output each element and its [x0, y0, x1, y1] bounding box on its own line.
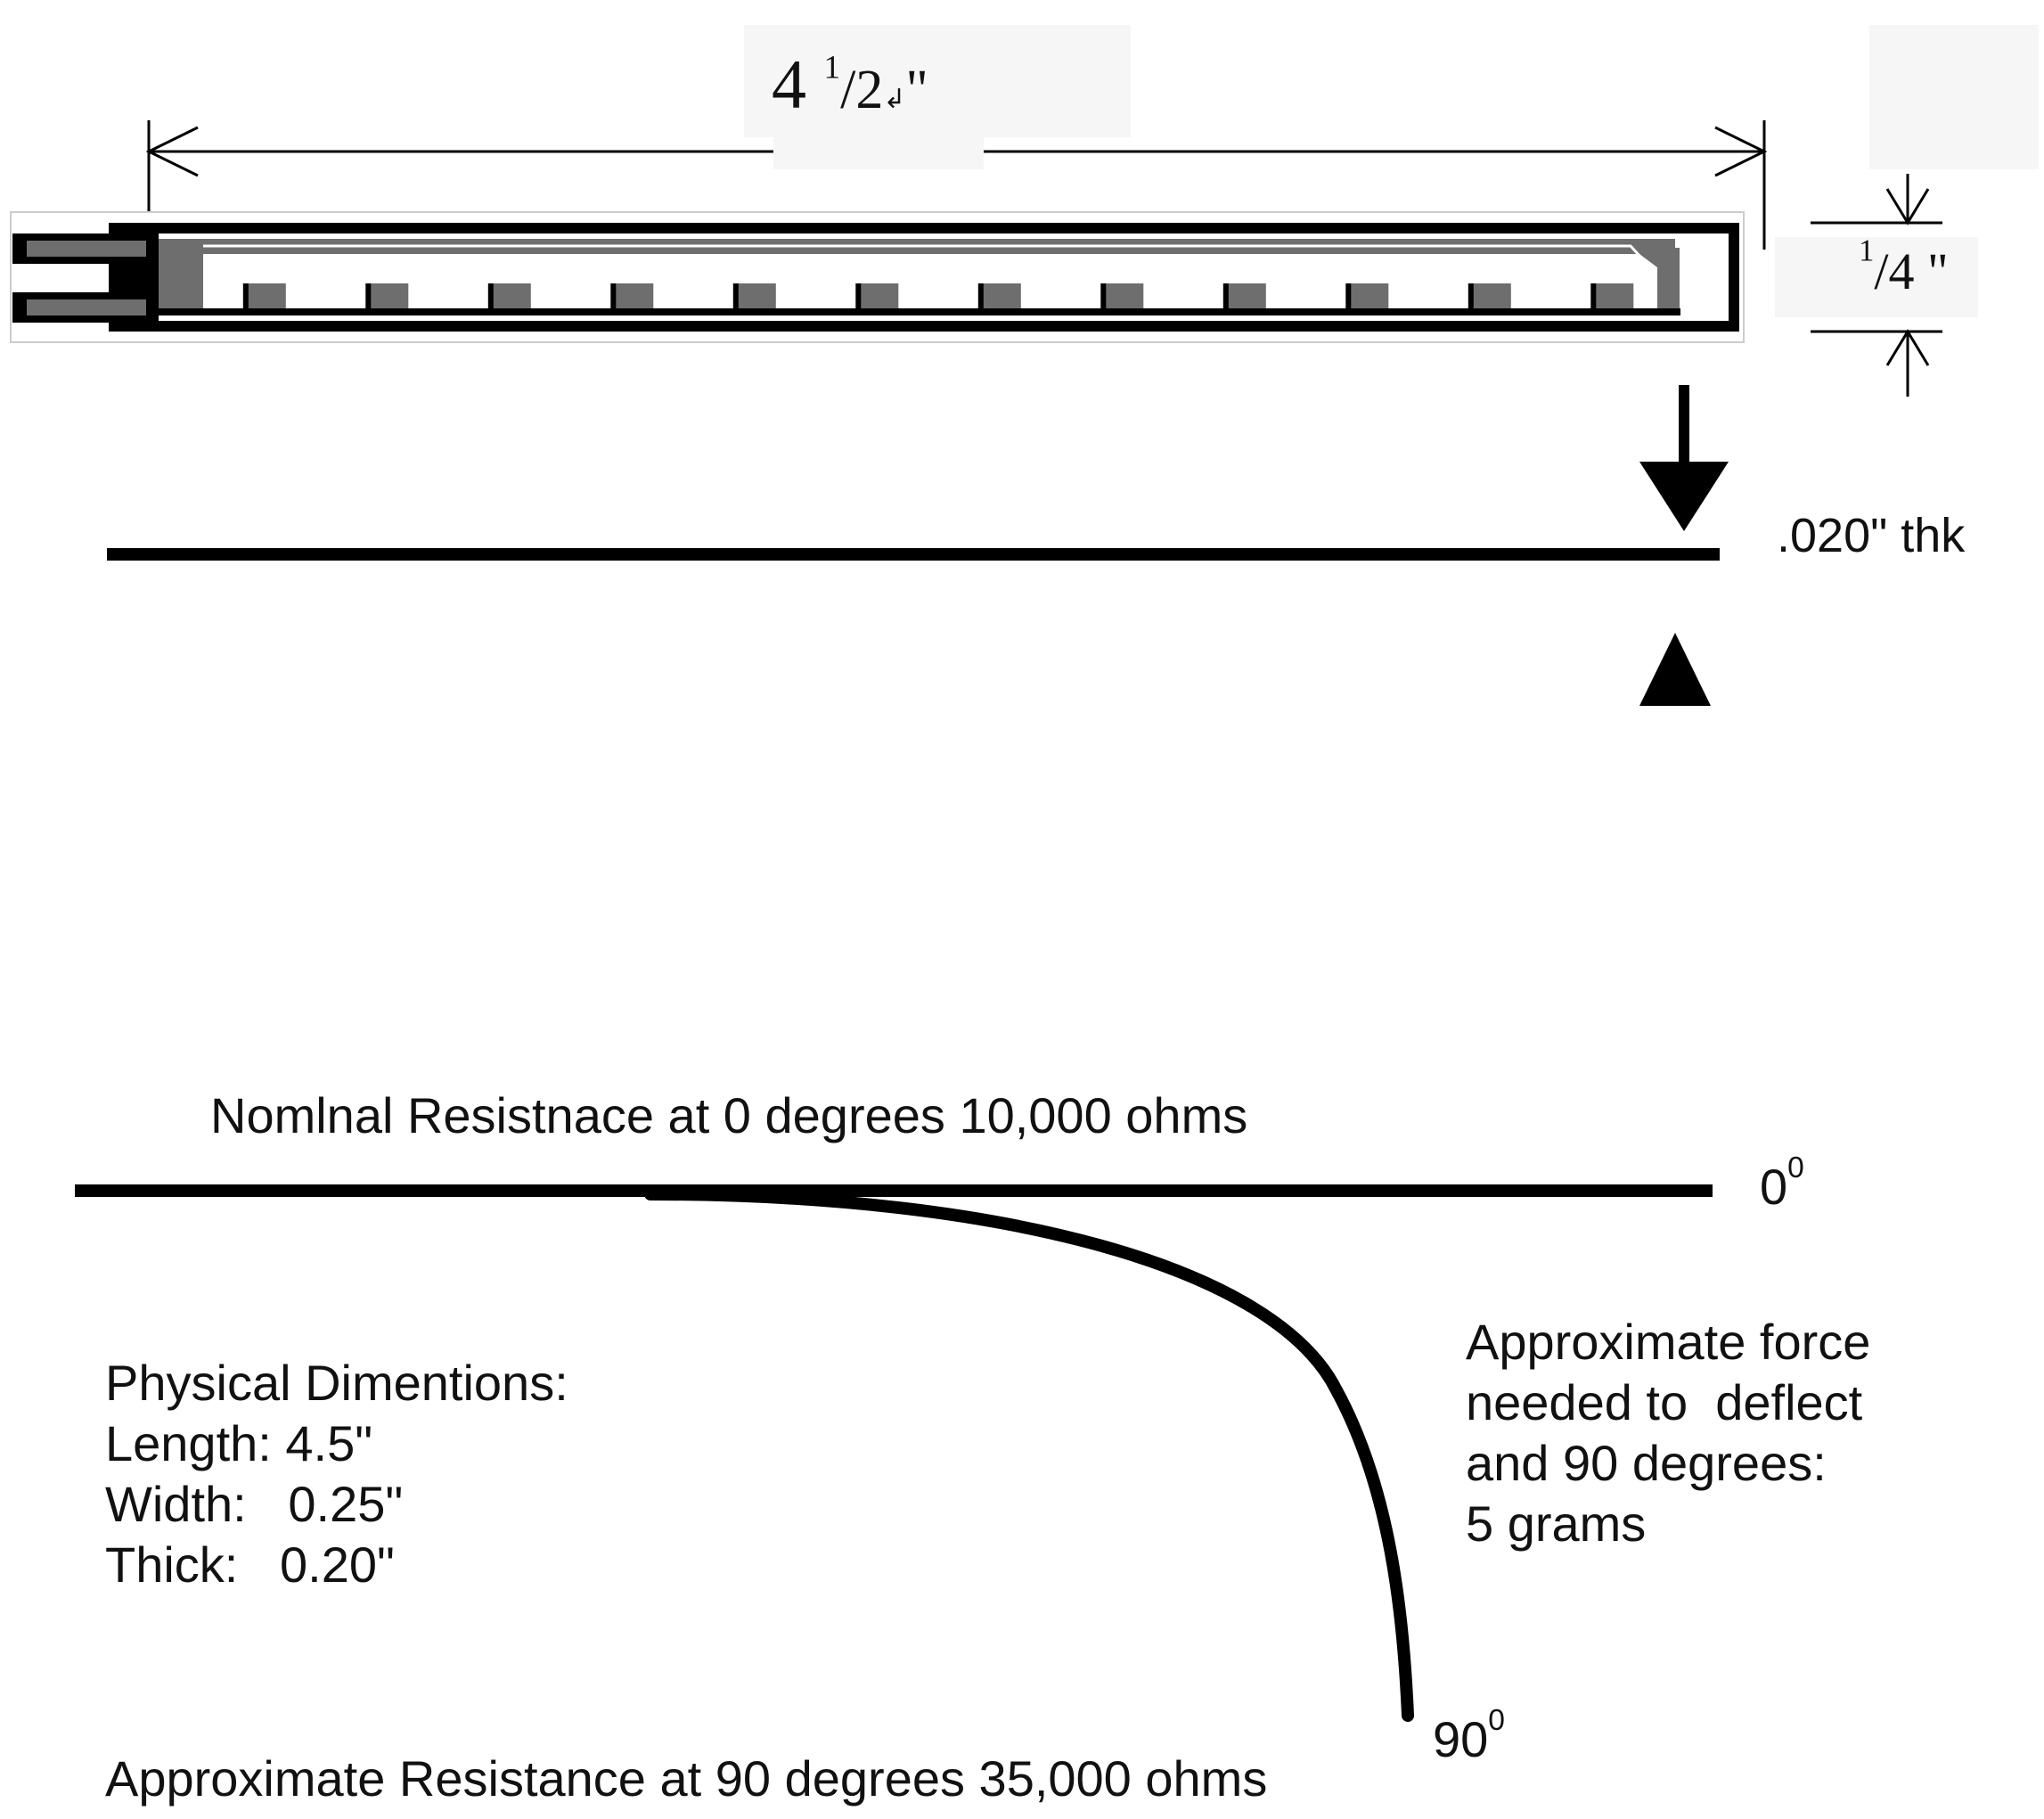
- length-dimension-label: 4 1/2↲": [772, 45, 928, 140]
- trace-segment: [491, 283, 531, 312]
- trace-segment-edge: [1100, 283, 1107, 312]
- thickness-arrow-up: [1639, 633, 1711, 706]
- length-label-box-lower: [773, 107, 984, 169]
- angle-90-label: 900: [1433, 1703, 1505, 1767]
- trace-segment: [981, 283, 1021, 312]
- force-note-line: Approximate force: [1466, 1314, 1871, 1370]
- length-whole: 4: [772, 45, 806, 123]
- bend-diagram: [75, 1184, 1713, 1722]
- length-fraction: 1/2↲": [823, 49, 928, 120]
- trace-segment: [1226, 283, 1266, 312]
- trace-segment-edge: [242, 283, 249, 312]
- trace-segment: [1349, 283, 1389, 312]
- trace-segment: [369, 283, 409, 312]
- trace-segment-edge: [1590, 283, 1597, 312]
- force-note-line: needed to deflect: [1466, 1374, 1863, 1430]
- trace-segment-edge: [610, 283, 617, 312]
- physical-dimensions-heading: Physical Dimentions:: [105, 1355, 568, 1411]
- trace-segment: [246, 283, 286, 312]
- trace-left-block: [159, 239, 203, 312]
- length-spec: Length: 4.5": [105, 1415, 373, 1471]
- trace-segment: [736, 283, 776, 312]
- force-note-line: and 90 degrees:: [1466, 1435, 1827, 1491]
- width-spec: Width: 0.25": [105, 1476, 404, 1532]
- nominal-resistance-label: Nomlnal Resistnace at 0 degrees 10,000 o…: [210, 1087, 1248, 1143]
- length-dimension: [145, 120, 1768, 250]
- bent-sensor-curve: [644, 1188, 1414, 1722]
- trace-bottom-rail: [159, 308, 1680, 315]
- trace-highlight: [160, 244, 1652, 269]
- trace-segment: [1594, 283, 1634, 312]
- force-note-line: 5 grams: [1466, 1495, 1647, 1552]
- trace-segment-edge: [365, 283, 372, 312]
- corner-box: [1869, 25, 2039, 169]
- width-dimension: [1811, 174, 1942, 397]
- trace-segment-edge: [1222, 283, 1229, 312]
- trace-segment-edge: [732, 283, 739, 312]
- angle-0-label: 00: [1760, 1151, 1804, 1215]
- sensor-strip: [10, 211, 1745, 343]
- trace-segment-edge: [1345, 283, 1352, 312]
- width-label-box: [1775, 237, 1978, 317]
- trace-segment: [614, 283, 654, 312]
- trace-segment: [859, 283, 899, 312]
- bent-resistance-label: Approximate Resistance at 90 degrees 35,…: [105, 1750, 1268, 1807]
- trace-segment-edge: [487, 283, 494, 312]
- thick-spec: Thick: 0.20": [105, 1536, 395, 1593]
- width-dimension-label: 1/4 ": [1859, 233, 1949, 300]
- trace-segment-edge: [977, 283, 984, 312]
- trace-segment: [1104, 283, 1144, 312]
- resistive-trace: [159, 239, 1680, 315]
- thickness-side-view: [107, 385, 1729, 706]
- physical-dimensions-block: Physical Dimentions: Length: 4.5" Width:…: [105, 1353, 568, 1595]
- thickness-arrow-down: [1639, 462, 1729, 531]
- force-note: Approximate force needed to deflect and …: [1466, 1312, 1870, 1554]
- trace-segment: [1471, 283, 1511, 312]
- trace-segment-edge: [1468, 283, 1474, 312]
- thickness-label: .020" thk: [1777, 509, 1966, 562]
- trace-segment-edge: [855, 283, 862, 312]
